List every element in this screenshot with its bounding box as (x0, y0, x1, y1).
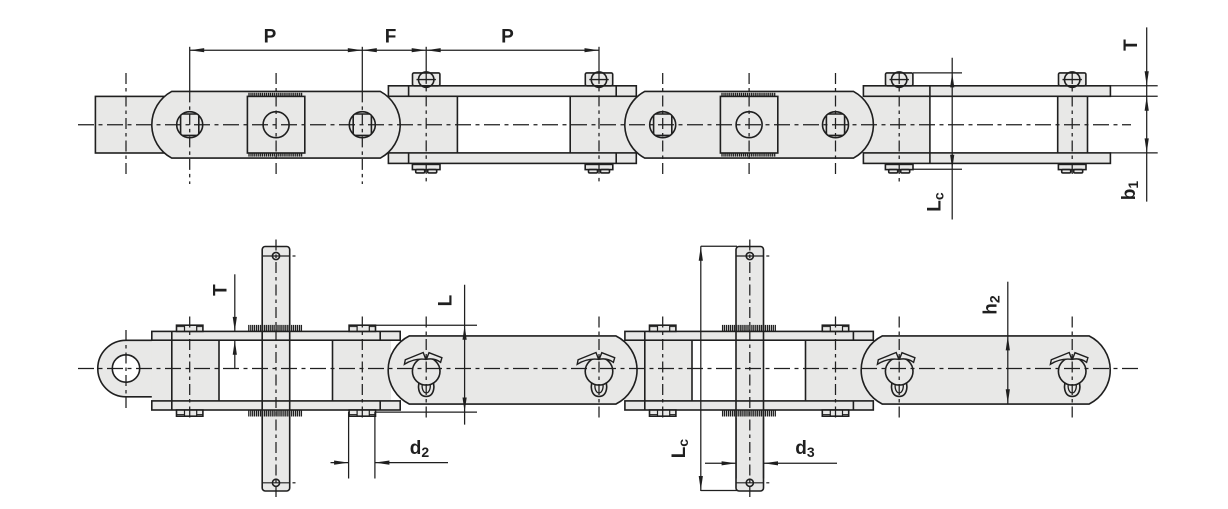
svg-text:d3: d3 (795, 438, 815, 460)
svg-text:T: T (1121, 39, 1142, 51)
svg-text:L: L (436, 294, 457, 306)
svg-text:P: P (264, 27, 277, 48)
svg-text:F: F (385, 27, 397, 48)
svg-text:h2: h2 (981, 295, 1003, 315)
svg-text:P: P (501, 27, 514, 48)
svg-text:T: T (211, 284, 232, 296)
svg-text:b1: b1 (1119, 181, 1141, 201)
svg-text:Lc: Lc (669, 439, 691, 459)
svg-text:d2: d2 (410, 438, 430, 460)
svg-text:Lc: Lc (924, 192, 946, 212)
